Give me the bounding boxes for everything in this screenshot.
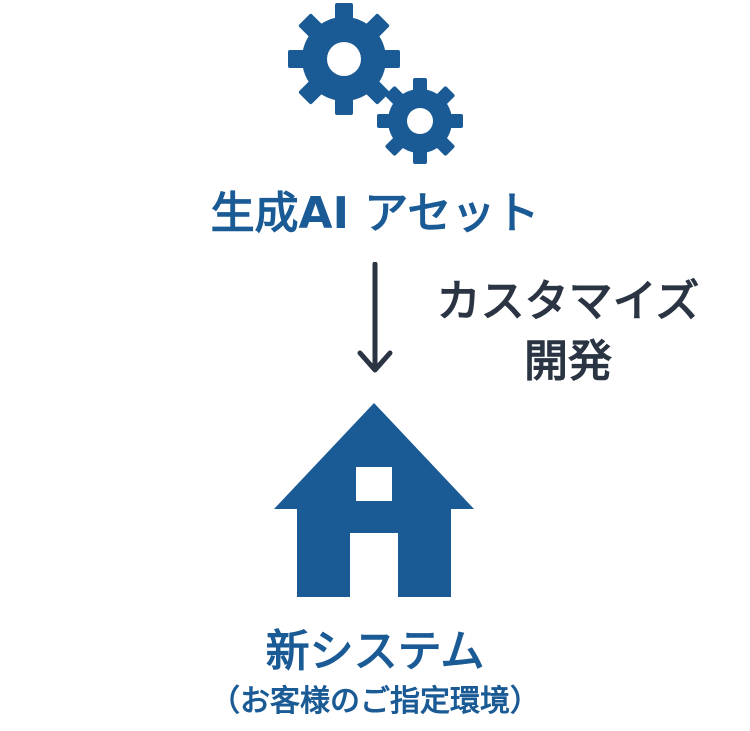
house-icon	[274, 403, 474, 597]
target-label: 新システム （お客様のご指定環境）	[0, 626, 750, 722]
process-label-line2: 開発	[524, 336, 612, 387]
target-title: 新システム	[265, 626, 485, 677]
small-gear-icon	[377, 78, 463, 164]
process-label-line1: カスタマイズ	[436, 276, 700, 327]
process-label: カスタマイズ 開発	[418, 272, 718, 392]
target-subtitle: （お客様のご指定環境）	[210, 684, 540, 719]
arrow-down-icon	[357, 262, 393, 373]
source-label: 生成AI アセット	[210, 188, 540, 239]
large-gear-icon	[288, 3, 400, 115]
gears-icon	[285, 0, 465, 165]
